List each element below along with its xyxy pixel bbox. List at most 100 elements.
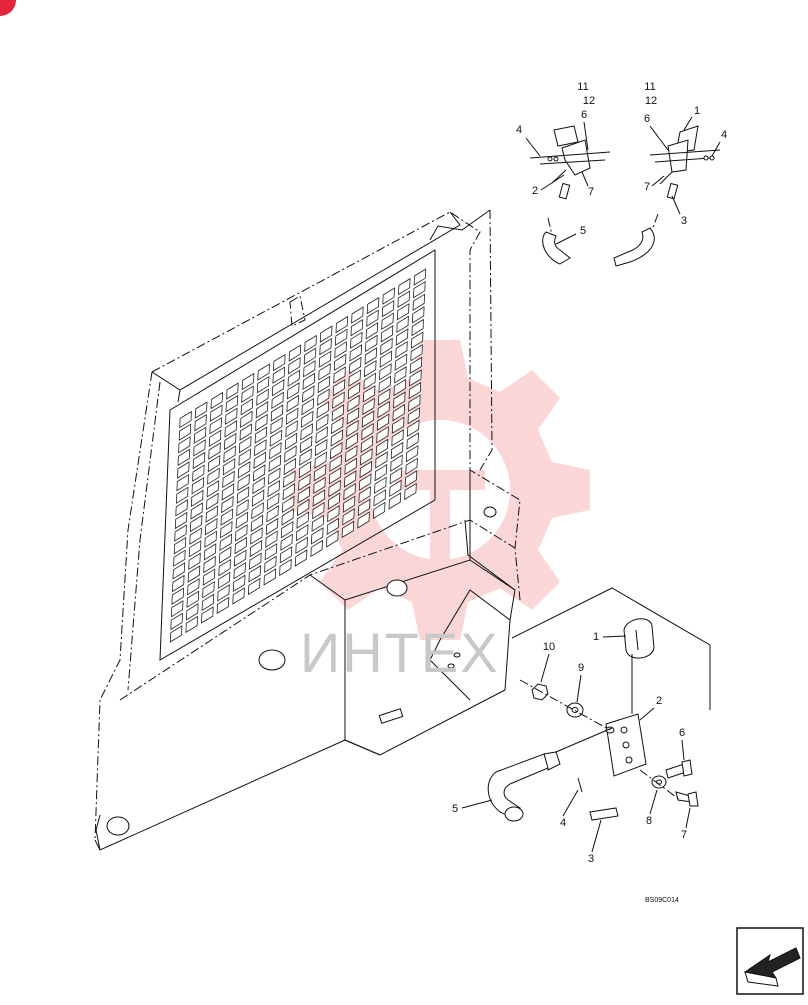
mesh-cell (192, 464, 205, 482)
mesh-cell (235, 524, 248, 542)
mesh-cell (235, 511, 249, 529)
mesh-cell (220, 521, 233, 539)
grille-panel (94, 209, 521, 841)
mesh-cell (378, 375, 392, 394)
mesh-cell (357, 511, 370, 529)
callout-label: 3 (681, 215, 687, 227)
mesh-cell (363, 359, 377, 378)
mesh-cell (372, 501, 386, 520)
mesh-cell (408, 381, 422, 400)
mesh-cell (209, 404, 223, 422)
mesh-cell (318, 363, 331, 381)
callout-label: 6 (679, 727, 685, 739)
mesh-cell (374, 476, 387, 494)
mesh-cell (194, 413, 207, 432)
mesh-cell (249, 552, 262, 570)
mesh-cell (297, 498, 310, 517)
mesh-cell (268, 454, 282, 473)
mesh-cell (222, 458, 236, 476)
mesh-cell (201, 606, 214, 624)
mesh-cell (193, 426, 207, 444)
mesh-cell (224, 420, 238, 438)
mesh-cell (333, 353, 347, 372)
latch-assembly (487, 587, 711, 822)
mesh-cell (405, 457, 418, 475)
mesh-cell (366, 296, 380, 315)
mesh-cell (283, 470, 296, 488)
mesh-cell (170, 600, 184, 618)
mesh-cell (175, 499, 188, 517)
mesh-cell (286, 382, 300, 400)
mesh-cell (186, 590, 200, 608)
mesh-cell (264, 543, 278, 561)
mesh-cell (317, 375, 331, 394)
mesh-cell (232, 587, 245, 605)
mesh-cell (237, 461, 251, 479)
mesh-cell (239, 423, 253, 441)
mesh-cell (265, 517, 279, 536)
mesh-cell (299, 448, 312, 466)
mesh-cell (282, 483, 296, 501)
mesh-cell (204, 530, 217, 548)
mesh-cell (312, 489, 326, 507)
mesh-cell (376, 413, 390, 431)
mesh-cell (188, 552, 201, 571)
mesh-cell (377, 400, 390, 419)
mesh-cell (170, 612, 183, 631)
mesh-cell (271, 379, 285, 397)
mesh-cell (208, 442, 221, 460)
mesh-cell (412, 293, 426, 311)
mesh-cell (202, 581, 215, 599)
mesh-cell (346, 407, 360, 425)
mesh-cell (272, 366, 286, 384)
mesh-cell (334, 328, 348, 346)
mesh-cell (294, 549, 308, 567)
mesh-cell (221, 495, 234, 514)
mesh-cell (315, 413, 329, 432)
mesh-cell (407, 407, 421, 425)
mesh-cell (375, 438, 389, 457)
mesh-cell (279, 546, 293, 564)
mesh-cell (220, 508, 234, 526)
mesh-cell (216, 596, 230, 615)
mesh-cell (329, 441, 343, 460)
mesh-cell (360, 435, 374, 453)
mesh-cell (177, 448, 191, 467)
mesh-cell (280, 520, 294, 539)
mesh-cell (327, 505, 340, 523)
mesh-cell (374, 463, 388, 482)
mesh-cell (283, 457, 297, 476)
mesh-cell (298, 473, 311, 491)
mesh-cell (406, 419, 420, 438)
mesh-cell (312, 501, 325, 520)
corner-mark (0, 0, 16, 16)
mesh-cell (343, 470, 357, 488)
mesh-cell (188, 540, 202, 558)
mesh-cell (252, 464, 266, 482)
mesh-cell (393, 391, 406, 409)
mesh-cell (232, 574, 246, 593)
mesh-cell (179, 410, 192, 429)
mesh-cell (206, 480, 220, 498)
next-page-button[interactable] (736, 927, 804, 995)
mesh-cell (381, 312, 394, 330)
mesh-cell (327, 492, 341, 510)
mesh-cell (314, 438, 328, 457)
callout-label: 5 (580, 225, 586, 237)
mesh-cell (285, 407, 299, 425)
mesh-cell (206, 492, 219, 511)
callout-label: 2 (656, 695, 662, 707)
mesh-cell (263, 568, 277, 586)
mesh-cell (310, 539, 323, 558)
mesh-cell (237, 473, 250, 492)
mesh-cell (248, 565, 262, 583)
mesh-cell (311, 514, 325, 532)
mesh-cell (404, 470, 418, 488)
mesh-cell (251, 502, 264, 520)
mesh-cell (348, 356, 362, 375)
mesh-cell (347, 394, 360, 413)
mesh-cell (317, 388, 330, 406)
callout-label: 11 (577, 81, 588, 93)
mesh-cell (343, 482, 356, 501)
